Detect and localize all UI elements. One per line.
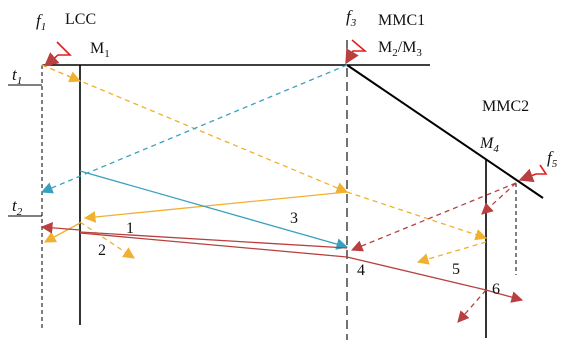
wave-red-solid-back bbox=[40, 221, 81, 234]
label-m1: M1 bbox=[90, 40, 110, 60]
wave-orange-dashed-left bbox=[416, 241, 487, 265]
label-m2-m3: M2/M3 bbox=[378, 39, 422, 59]
wave-blue-dashed bbox=[40, 64, 348, 194]
label-f1: f1 bbox=[36, 11, 46, 33]
fault-f3-icon bbox=[345, 39, 368, 65]
wave-red-dashed-f5-left bbox=[350, 182, 517, 252]
label-mmc2: MMC2 bbox=[482, 98, 529, 115]
wave-red-solid-out bbox=[485, 289, 524, 303]
label-t1: t1 bbox=[12, 65, 22, 87]
label-wave-3: 3 bbox=[290, 210, 298, 227]
wave-orange-dashed-3 bbox=[346, 191, 488, 241]
fault-f5-icon bbox=[518, 164, 548, 183]
label-wave-2: 2 bbox=[98, 242, 106, 259]
label-wave-6: 6 bbox=[492, 281, 500, 298]
wave-orange-dashed-right bbox=[79, 221, 135, 259]
wave-blue-solid bbox=[79, 170, 349, 250]
label-lcc: LCC bbox=[65, 11, 96, 28]
wave-orange-solid-down bbox=[43, 222, 81, 243]
wave-red-solid-lower bbox=[346, 256, 487, 291]
label-mmc1: MMC1 bbox=[378, 12, 425, 29]
wave-red-solid-top bbox=[79, 231, 348, 249]
label-wave-5: 5 bbox=[452, 261, 460, 278]
dc-line-mmc1-mmc2 bbox=[346, 64, 544, 199]
wave-orange-dashed-2 bbox=[41, 64, 82, 83]
wave-red-solid-right bbox=[79, 232, 348, 258]
label-f5: f5 bbox=[547, 148, 558, 170]
label-f3: f3 bbox=[346, 7, 357, 29]
label-wave-4: 4 bbox=[357, 262, 365, 279]
label-t2: t2 bbox=[12, 196, 23, 218]
fault-f1-icon bbox=[43, 41, 72, 67]
wave-red-dashed-f5-down bbox=[481, 182, 517, 215]
wave-orange-solid-reflect bbox=[83, 191, 348, 223]
label-wave-1: 1 bbox=[126, 220, 134, 237]
wave-red-dashed-m4 bbox=[457, 289, 487, 323]
label-m4: M4 bbox=[479, 135, 499, 155]
